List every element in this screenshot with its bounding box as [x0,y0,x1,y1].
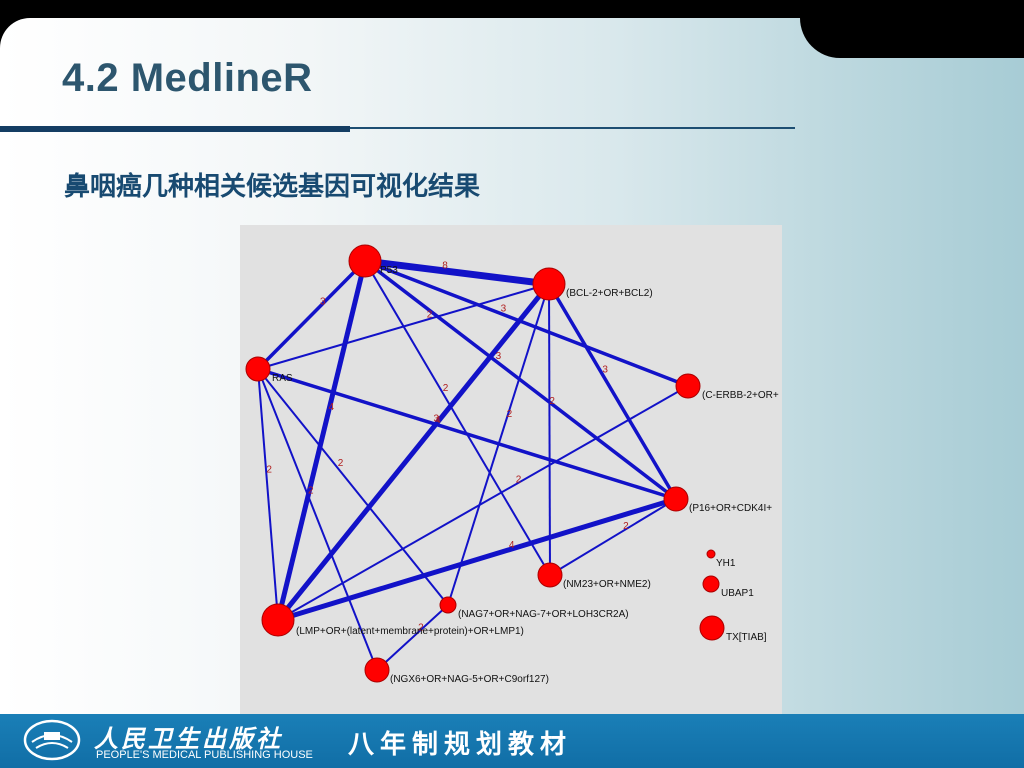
edge-weight-label: 2 [418,622,424,633]
node-yh1[interactable] [706,549,716,559]
publisher-logo-icon [23,719,81,761]
edge-weight-label: 4 [435,415,441,426]
node-label-p16: (P16+OR+CDK4I+ [689,503,772,514]
edge-p16-lmp [277,496,677,623]
node-p16[interactable] [663,486,689,512]
node-labels-layer: P53 (BCL-2+OR+BCL2) RAS (C-ERBB-2+OR+ (P16+O… [272,265,779,685]
edge-weight-label: 3 [501,304,507,315]
edge-weight-label: 2 [338,458,344,469]
node-ubap1[interactable] [702,575,720,593]
node-label-nag7: (NAG7+OR+NAG-7+OR+LOH3CR2A) [458,609,629,620]
slide-subtitle: 鼻咽癌几种相关候选基因可视化结果 [64,172,481,202]
edge-bcl2-lmp [276,282,551,622]
edge-weight-label: 2 [443,383,449,394]
node-label-nm23: (NM23+OR+NME2) [563,579,651,590]
edge-weight-label: 2 [507,409,513,420]
edge-weight-label: 8 [442,261,448,272]
node-label-p53: P53 [380,265,398,276]
node-bcl2[interactable] [532,267,566,301]
edge-p53-cerbb2 [364,259,689,388]
node-p53[interactable] [348,244,382,278]
node-label-ubap1: UBAP1 [721,588,754,599]
edge-weight-label: 3 [434,414,440,425]
node-label-yh1: YH1 [716,558,736,569]
edge-p16-nm23 [549,498,677,576]
node-ras[interactable] [245,356,271,382]
publisher-name-cn: 人民卫生出版社 [94,724,283,753]
edges-layer [256,257,689,671]
node-label-cerbb2: (C-ERBB-2+OR+ [702,390,779,401]
edge-nag7-ngx6 [376,604,449,671]
edge-p53-bcl2 [364,257,550,288]
edge-weight-label: 2 [516,474,522,485]
edge-bcl2-ras [257,283,550,370]
edge-bcl2-p16 [547,283,678,500]
edge-ras-nag7 [257,368,449,606]
edge-weight-label: 4 [509,540,515,551]
publisher-name-en: PEOPLE'S MEDICAL PUBLISHING HOUSE [96,749,313,761]
edge-weight-label: 2 [623,521,629,532]
node-label-ras: RAS [272,373,293,384]
edge-weight-label: 2 [427,310,433,321]
edge-p53-nm23 [364,260,551,576]
edge-ras-lmp [257,368,279,621]
node-nag7[interactable] [439,596,457,614]
header-notch [800,0,1024,58]
node-label-lmp: (LMP+OR+(latent+membrane+protein)+OR+LMP… [296,626,524,637]
title-underline-thick [0,126,350,132]
node-ngx6[interactable] [364,657,390,683]
node-label-ngx6: (NGX6+OR+NAG-5+OR+C9orf127) [390,674,549,685]
footer-bar [0,714,1024,768]
node-lmp[interactable] [261,603,295,637]
node-label-bcl2: (BCL-2+OR+BCL2) [566,288,653,299]
edge-p53-p16 [363,259,678,501]
edge-p53-ras [256,259,367,371]
textbook-series: 八年制规划教材 [348,730,573,760]
title-underline-thin [350,127,795,129]
edge-weight-label: 2 [308,485,314,496]
edge-weight-label: 3 [602,364,608,375]
edge-weight-label: 3 [320,296,326,307]
edge-weight-label: 2 [549,396,555,407]
edge-cerbb2-lmp [277,385,689,621]
edge-weight-label: 2 [266,464,272,475]
edge-p53-lmp [275,260,368,621]
node-cerbb2[interactable] [675,373,701,399]
edge-weight-label: 4 [328,402,334,413]
edge-weight-label: 3 [496,351,502,362]
node-label-tx: TX[TIAB] [726,632,767,643]
slide-title: 4.2 MedlineR [62,56,313,100]
edge-ras-ngx6 [257,368,378,671]
node-tx[interactable] [699,615,725,641]
edge-ras-p16 [257,367,677,501]
edge-bcl2-nm23 [548,283,551,576]
node-nm23[interactable] [537,562,563,588]
nodes-layer [245,244,725,683]
